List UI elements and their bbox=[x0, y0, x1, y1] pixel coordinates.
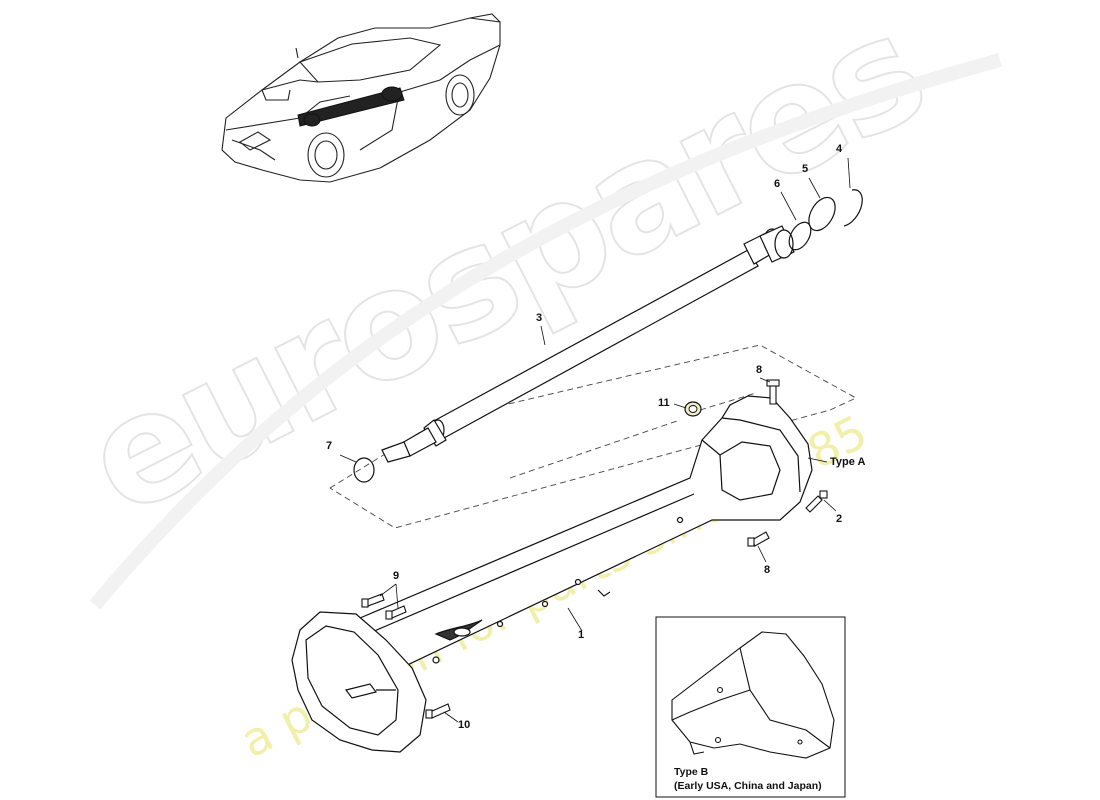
leader-lines bbox=[339, 157, 851, 723]
callout-4[interactable]: 4 bbox=[836, 143, 843, 155]
watermark-swoosh bbox=[89, 53, 1002, 610]
bolt-icon bbox=[361, 379, 828, 719]
callout-7[interactable]: 7 bbox=[326, 440, 333, 452]
propeller-shaft-icon bbox=[381, 225, 795, 463]
callout-8-bottom[interactable]: 8 bbox=[764, 564, 771, 576]
circlip-icon bbox=[843, 189, 863, 227]
callout-5[interactable]: 5 bbox=[802, 163, 809, 175]
variant-a-label: Type A bbox=[830, 456, 866, 468]
callout-8-top[interactable]: 8 bbox=[756, 364, 763, 376]
callout-3[interactable]: 3 bbox=[536, 312, 543, 324]
variant-b-label: Type B bbox=[674, 766, 709, 778]
callout-1[interactable]: 1 bbox=[578, 629, 585, 641]
variant-b-housing-icon bbox=[671, 631, 835, 759]
o-ring-icon bbox=[808, 196, 836, 232]
car-highlighted-drivetrain bbox=[297, 86, 405, 127]
callout-11[interactable]: 11 bbox=[658, 397, 670, 409]
o-ring-icon bbox=[353, 457, 375, 483]
callout-6[interactable]: 6 bbox=[774, 178, 781, 190]
variant-b-note: (Early USA, China and Japan) bbox=[674, 780, 822, 792]
callout-2[interactable]: 2 bbox=[836, 513, 843, 525]
callout-10[interactable]: 10 bbox=[458, 719, 471, 731]
torque-tube-housing-icon bbox=[291, 395, 813, 753]
o-ring-icon bbox=[788, 221, 812, 251]
bushing-icon bbox=[684, 401, 702, 417]
callout-9[interactable]: 9 bbox=[393, 570, 400, 582]
